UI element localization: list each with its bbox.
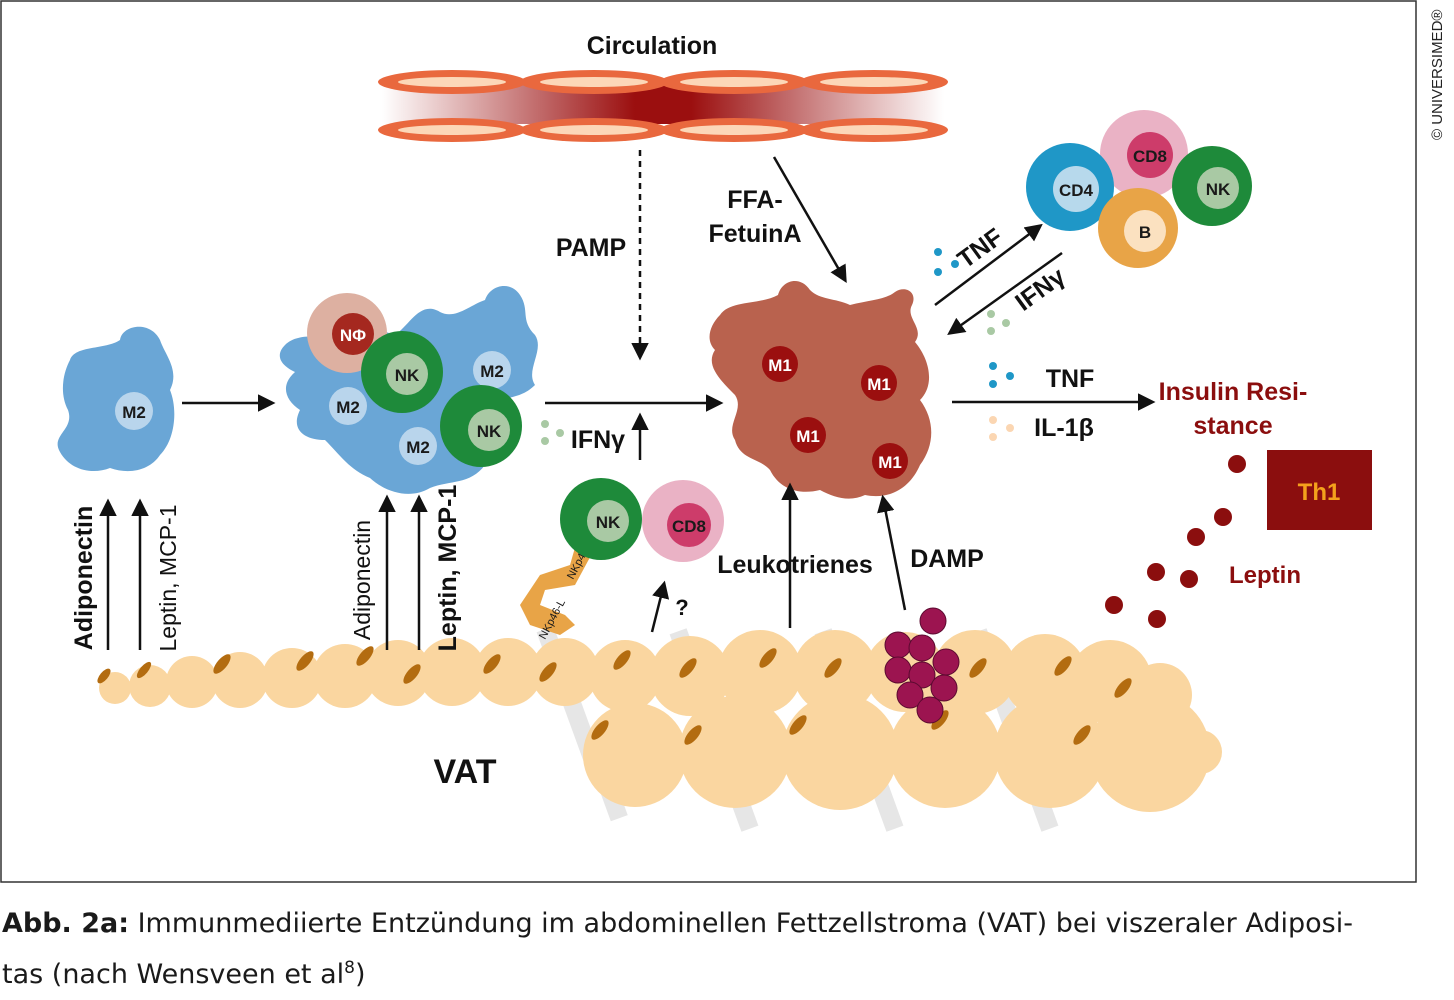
damp-label: DAMP: [910, 545, 984, 573]
il1b-dots: [989, 416, 1014, 441]
figure-border: [0, 0, 1417, 883]
cd8-label: CD8: [672, 517, 706, 536]
lymphocyte-group: CD8 CD4 NK B: [1026, 110, 1252, 268]
copyright-label: © UNIVERSIMED®: [1429, 10, 1446, 140]
arrow-ifng-upper: [947, 251, 1063, 336]
th1-box: [1267, 450, 1372, 530]
m2-nucleus: [115, 392, 153, 430]
endothelium-bottom: [378, 118, 948, 142]
m1-label: M1: [768, 356, 792, 375]
nphi-label: NΦ: [340, 326, 366, 345]
m2-label: M2: [122, 403, 146, 422]
tnf-dots-upper: [934, 248, 959, 276]
caption-text-1: Immunmediierte Entzündung im abdominelle…: [129, 908, 1353, 939]
pamp-label: PAMP: [556, 234, 626, 262]
leptin-mcp1-left-label: Leptin, MCP-1: [155, 504, 181, 651]
leukotrienes-label: Leukotrienes: [717, 551, 873, 579]
nk-label: NK: [477, 422, 502, 441]
adiponectin-mid-label: Adiponectin: [349, 520, 375, 640]
nk-cell-cluster-1: NK: [361, 331, 443, 413]
cd8-label: CD8: [1133, 147, 1167, 166]
insulin-resistance-line2: stance: [1193, 412, 1272, 440]
ffa-label-line1: FFA-: [727, 186, 783, 214]
nk-label: NK: [596, 513, 621, 532]
m1-label: M1: [796, 427, 820, 446]
b-label: B: [1139, 223, 1151, 242]
damp-cluster: [884, 607, 960, 724]
tnf-right-label: TNF: [1046, 365, 1095, 393]
m2-label: M2: [480, 362, 504, 381]
m2-label: M2: [336, 398, 360, 417]
m1-label: M1: [878, 453, 902, 472]
fat-tissue: [97, 626, 1222, 832]
m2-macrophage-left: M2: [57, 326, 175, 472]
m1-macrophage: M1 M1 M1 M1: [709, 280, 932, 499]
cd8-cell-upper: CD8: [1100, 110, 1188, 198]
nk-cell-lower: NK: [560, 478, 642, 560]
caption-line1: Abb. 2a: Immunmediierte Entzündung im ab…: [2, 902, 1442, 946]
adiponectin-left-label: Adiponectin: [70, 506, 98, 650]
circulation-label: Circulation: [587, 32, 718, 60]
cd4-label: CD4: [1059, 181, 1094, 200]
leptin-mcp1-mid-label: Leptin, MCP-1: [434, 485, 462, 652]
vat-label: VAT: [434, 753, 497, 791]
question-label: ?: [675, 595, 688, 620]
ffa-label-line2: FetuinA: [708, 220, 801, 248]
arrow-question: [650, 580, 670, 633]
tnf-dots-right: [989, 362, 1014, 388]
cd4-cell: CD4: [1026, 143, 1114, 231]
arrow-damp: [877, 494, 907, 611]
endothelium-top: [378, 70, 948, 94]
th1-label: Th1: [1298, 479, 1341, 506]
nk-label: NK: [1206, 180, 1231, 199]
insulin-resistance-line1: Insulin Resi-: [1159, 378, 1308, 406]
leptin-right-label: Leptin: [1229, 562, 1301, 589]
m1-label: M1: [867, 375, 891, 394]
ifng-dots-upper: [987, 310, 1010, 335]
nk-label: NK: [395, 366, 420, 385]
caption-text-2: tas (nach Wensveen et al: [2, 959, 345, 990]
caption-text-3: ): [354, 959, 366, 990]
leptin-dots: [1105, 455, 1246, 628]
arrow-tnf-upper: [934, 223, 1043, 306]
arrow-ffa-fetuina: [772, 156, 847, 284]
nk-cell-upper: NK: [1172, 146, 1252, 226]
arrows: [99, 150, 1156, 650]
tnf-upper-label: TNF: [952, 223, 1008, 274]
il1b-label: IL-1β: [1034, 414, 1094, 442]
figure-caption: Abb. 2a: Immunmediierte Entzündung im ab…: [2, 902, 1442, 997]
caption-line2: tas (nach Wensveen et al8): [2, 946, 1442, 997]
nk-cell-cluster-2: NK: [440, 385, 522, 467]
ifng-upper-label: IFNγ: [1010, 262, 1070, 317]
caption-reference: 8: [344, 958, 355, 978]
ifng-dots-mid: [541, 420, 564, 445]
caption-prefix: Abb. 2a:: [2, 908, 130, 939]
blood-vessel: [378, 70, 948, 142]
ifng-mid-label: IFNγ: [571, 426, 625, 454]
cd8-cell-lower: CD8: [642, 480, 724, 562]
b-cell: B: [1098, 188, 1178, 268]
m2-label: M2: [406, 438, 430, 457]
